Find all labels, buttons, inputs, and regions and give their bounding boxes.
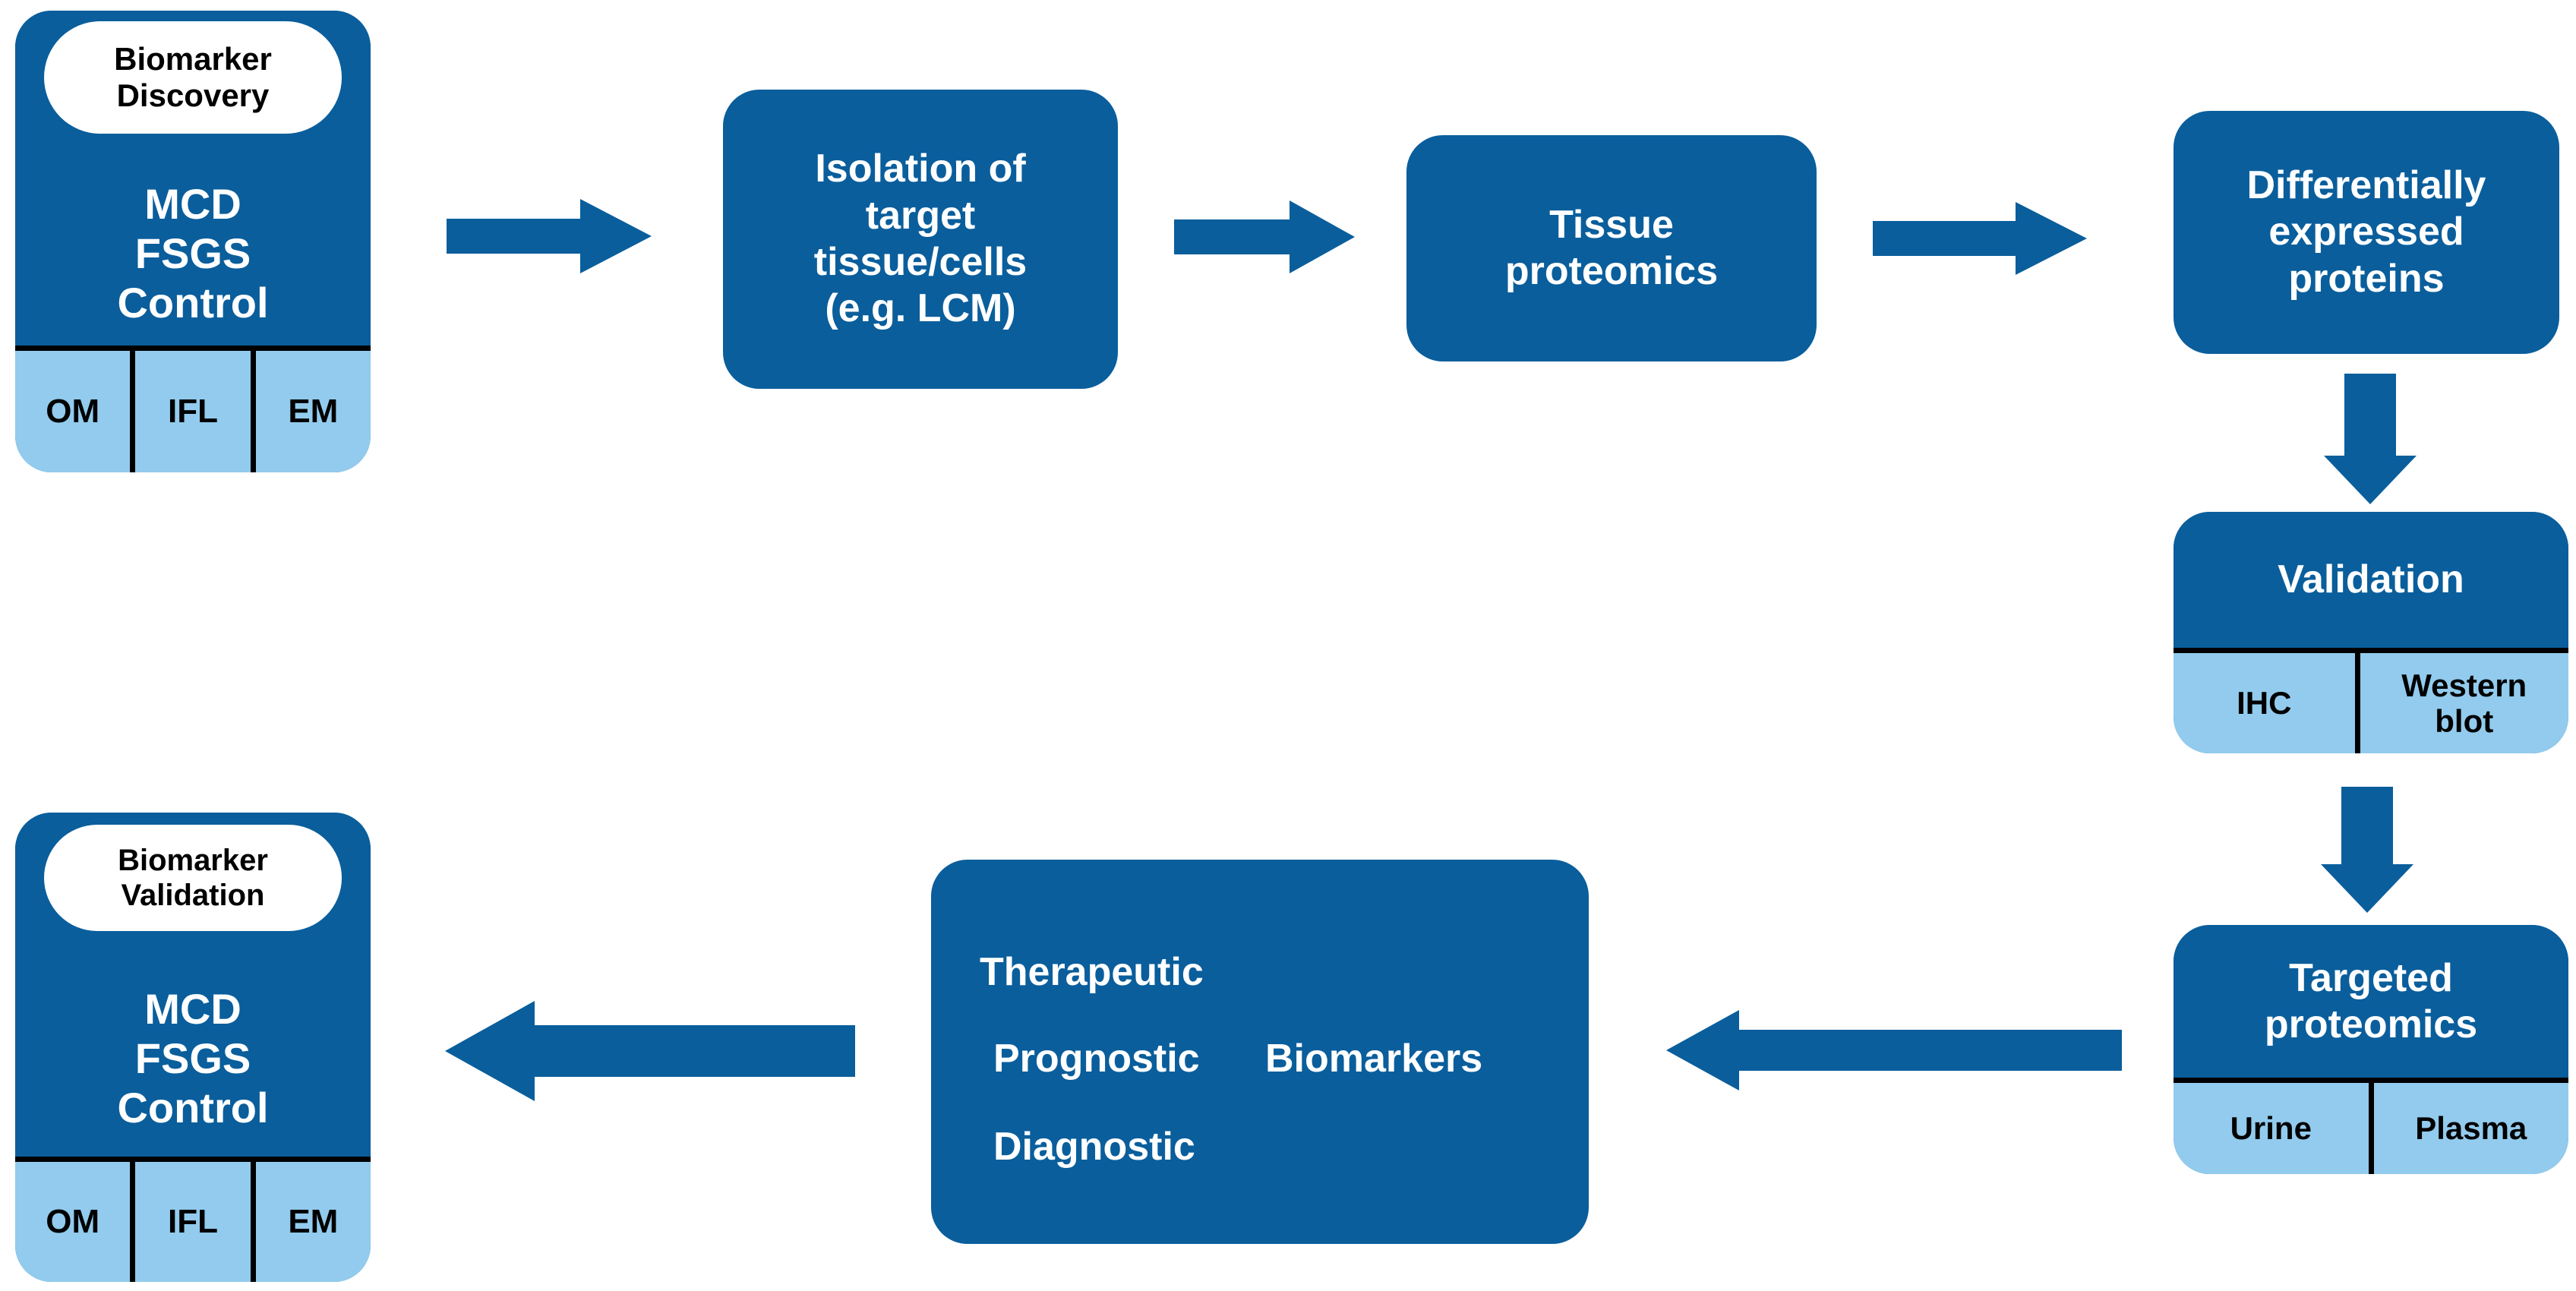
discovery-cell-ifl[interactable]: IFL — [130, 351, 250, 472]
targeted-cells: Urine Plasma — [2174, 1078, 2568, 1174]
biomarker-category-therapeutic: Therapeutic — [980, 950, 1204, 994]
arrow-biomarkers-to-bm-validation — [445, 1001, 855, 1101]
discovery-group-fsgs: FSGS — [134, 229, 251, 278]
discovery-group-mcd: MCD — [144, 180, 242, 229]
isolation-line-4: (e.g. LCM) — [825, 286, 1016, 331]
validation-cell-western-blot[interactable]: Western blot — [2354, 653, 2569, 753]
bm-validation-group-mcd: MCD — [144, 985, 242, 1034]
discovery-badge-line1: Biomarker — [114, 40, 272, 77]
bm-validation-cell-om[interactable]: OM — [46, 1203, 100, 1241]
bm-validation-badge-line1: Biomarker — [118, 844, 268, 877]
targeted-header: Targeted proteomics — [2174, 925, 2568, 1078]
arrow-right-icon — [1174, 200, 1355, 273]
discovery-cell-om[interactable]: OM — [46, 393, 100, 431]
arrow-isolation-to-tissue-proteomics — [1174, 200, 1355, 273]
bm-validation-group-fsgs: FSGS — [134, 1034, 251, 1083]
tissue-proteomics-line-1: Tissue — [1549, 202, 1674, 247]
bm-validation-cells: OM IFL EM — [15, 1157, 371, 1282]
arrow-left-icon — [1666, 1010, 2122, 1091]
discovery-group-control: Control — [117, 278, 269, 327]
arrow-down-icon — [2324, 374, 2417, 504]
targeted-cell-urine[interactable]: Urine — [2230, 1110, 2312, 1147]
arrow-left-icon — [445, 1001, 855, 1101]
differential-line-2: expressed — [2268, 210, 2464, 254]
arrow-validation-to-targeted — [2321, 787, 2413, 913]
bm-validation-cell-em[interactable]: EM — [250, 1162, 371, 1282]
node-biomarkers[interactable]: Therapeutic Prognostic Diagnostic Biomar… — [931, 860, 1589, 1244]
node-validation[interactable]: Validation IHC Western blot — [2174, 512, 2568, 753]
arrow-right-icon — [447, 199, 652, 273]
discovery-cells: OM IFL EM — [15, 346, 371, 472]
arrow-targeted-to-biomarkers — [1666, 1010, 2122, 1091]
bm-validation-badge-line2: Validation — [121, 879, 265, 912]
arrow-discovery-to-isolation — [447, 199, 652, 273]
biomarker-category-prognostic: Prognostic — [993, 1037, 1200, 1081]
arrow-tissue-proteomics-to-differential — [1873, 202, 2087, 275]
targeted-cell-plasma[interactable]: Plasma — [2368, 1083, 2569, 1174]
node-differentially-expressed-proteins[interactable]: Differentially expressed proteins — [2174, 111, 2559, 354]
bm-validation-badge: Biomarker Validation — [44, 825, 342, 931]
arrow-right-icon — [1873, 202, 2087, 275]
targeted-header-line-2: proteomics — [2264, 1002, 2478, 1046]
bm-validation-cell-ifl[interactable]: IFL — [130, 1162, 250, 1282]
node-tissue-proteomics[interactable]: Tissue proteomics — [1406, 135, 1817, 361]
validation-cells: IHC Western blot — [2174, 648, 2568, 753]
arrow-down-icon — [2321, 787, 2413, 913]
discovery-badge-line2: Discovery — [116, 77, 270, 113]
isolation-line-3: tissue/cells — [813, 240, 1028, 284]
differential-line-3: proteins — [2288, 256, 2445, 301]
isolation-line-1: Isolation of — [815, 147, 1026, 191]
tissue-proteomics-line-2: proteomics — [1504, 249, 1719, 293]
bm-validation-group-control: Control — [117, 1083, 269, 1132]
node-isolation-of-target-tissue[interactable]: Isolation of target tissue/cells (e.g. L… — [723, 90, 1118, 389]
validation-cell-ihc[interactable]: IHC — [2237, 685, 2292, 721]
validation-header-label: Validation — [2278, 557, 2464, 602]
biomarkers-main-label: Biomarkers — [1265, 1037, 1483, 1081]
targeted-header-line-1: Targeted — [2289, 956, 2453, 1001]
discovery-cell-em[interactable]: EM — [250, 351, 371, 472]
differential-line-1: Differentially — [2246, 163, 2486, 207]
biomarker-category-diagnostic: Diagnostic — [993, 1125, 1195, 1169]
isolation-line-2: target — [865, 193, 976, 238]
validation-header: Validation — [2174, 512, 2568, 648]
discovery-badge: Biomarker Discovery — [44, 21, 342, 134]
node-targeted-proteomics[interactable]: Targeted proteomics Urine Plasma — [2174, 925, 2568, 1174]
arrow-differential-to-validation — [2324, 374, 2417, 504]
